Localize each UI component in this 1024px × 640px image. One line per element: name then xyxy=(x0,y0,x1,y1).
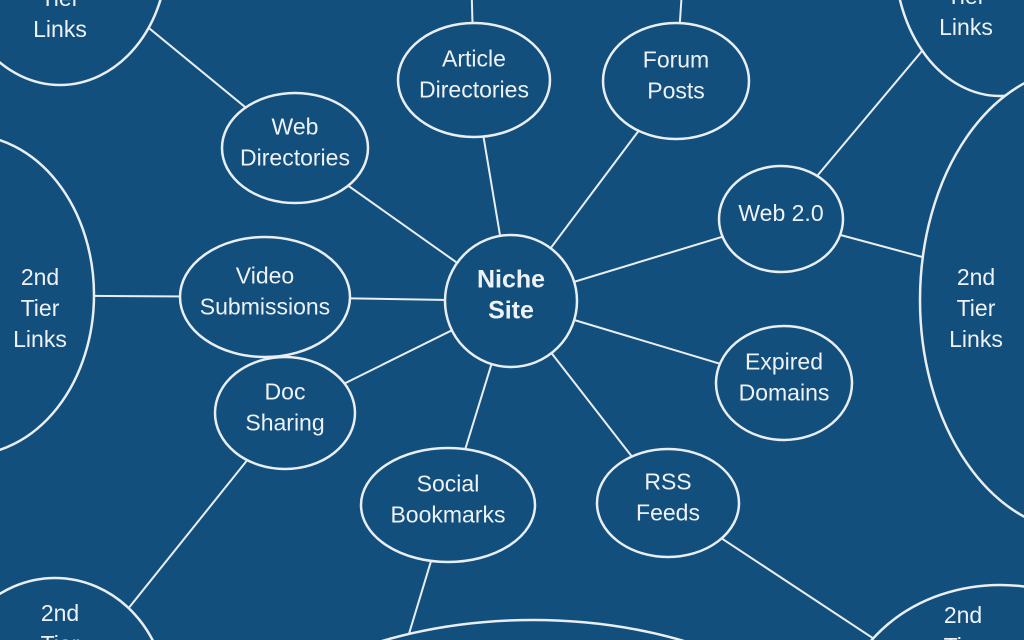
node-forum-posts-ellipse xyxy=(601,21,751,141)
node-rss-feeds-ellipse xyxy=(595,447,741,559)
web-2-0-label: Web 2.0 xyxy=(738,200,823,226)
node-tier-bottom-right-ellipse xyxy=(870,583,1024,640)
node-video-submissions-ellipse xyxy=(178,235,352,359)
node-social-bookmarks-ellipse xyxy=(359,446,537,564)
node-tier-bottom-center-ellipse xyxy=(381,618,685,640)
node-tier-top-left-ellipse xyxy=(0,0,162,87)
node-tier-left-ellipse xyxy=(0,138,96,452)
node-niche-site-ellipse xyxy=(443,233,579,369)
node-tier-top-right-ellipse xyxy=(898,0,1024,98)
node-doc-sharing-ellipse xyxy=(213,355,357,471)
edge-rss-feeds-to-tier-bottom-right xyxy=(667,502,878,640)
node-article-directories-ellipse xyxy=(396,21,552,139)
node-web-2-0-ellipse xyxy=(717,164,845,274)
node-tier-bottom-left-ellipse xyxy=(0,576,154,640)
node-web-directories-ellipse xyxy=(220,91,370,205)
node-tier-right-ellipse xyxy=(918,81,1024,519)
node-expired-domains-ellipse xyxy=(714,324,854,442)
